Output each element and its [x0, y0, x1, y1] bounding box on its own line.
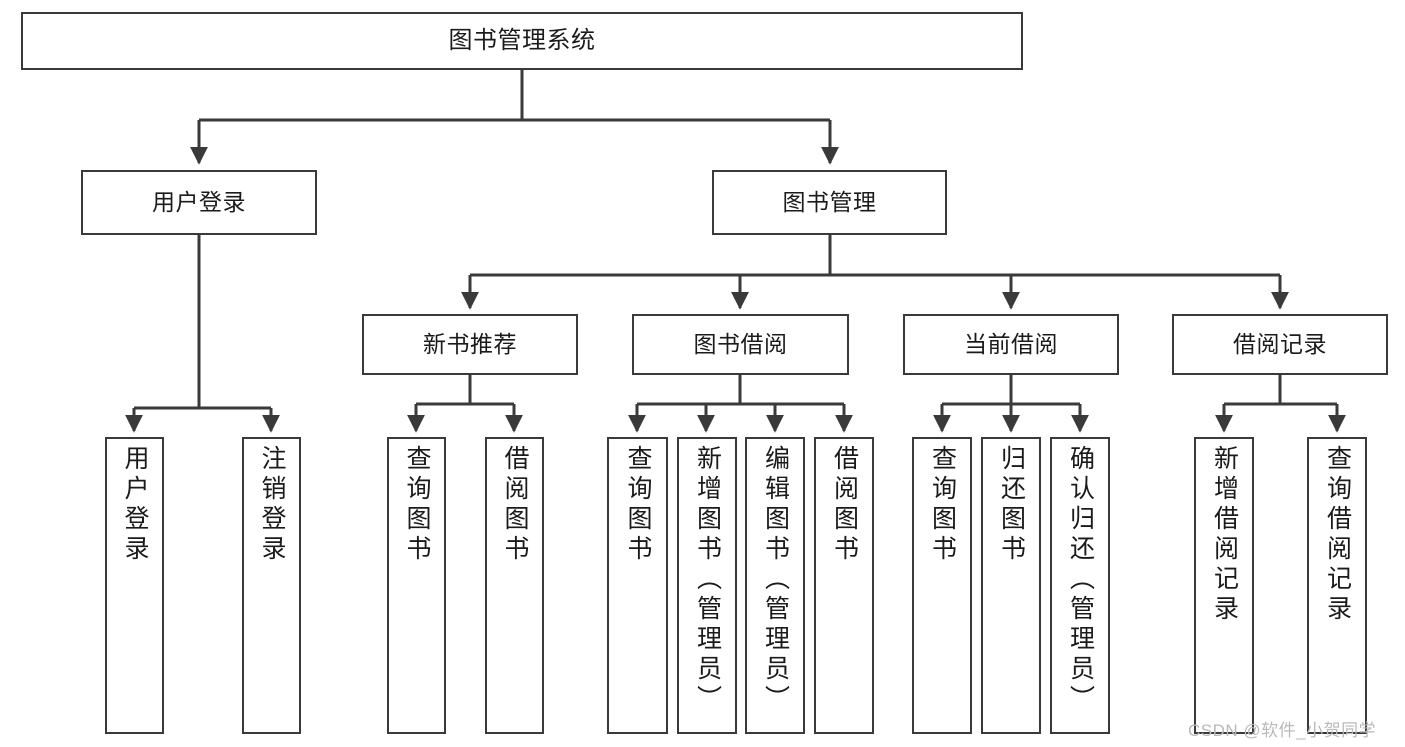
node-book-borrow: 图书借阅 — [632, 314, 849, 375]
node-current-borrow: 当前借阅 — [903, 314, 1119, 375]
node-leaf-user-login: 用户登录 — [105, 437, 164, 734]
node-leaf-borrow-book-new: 借阅图书 — [485, 437, 544, 734]
node-leaf-add-borrow-record: 新增借阅记录 — [1194, 437, 1254, 734]
node-book-management-label: 图书管理 — [782, 189, 877, 216]
node-new-book-recommend: 新书推荐 — [362, 314, 578, 375]
node-leaf-borrow-book-new-label: 借阅图书 — [501, 445, 529, 565]
node-current-borrow-label: 当前借阅 — [964, 331, 1058, 358]
node-leaf-query-book-borrow: 查询图书 — [607, 437, 668, 734]
node-leaf-borrow-book-borrow: 借阅图书 — [814, 437, 874, 734]
node-leaf-query-borrow-record: 查询借阅记录 — [1307, 437, 1367, 734]
node-leaf-add-book-admin-label: 新增图书（管理员） — [693, 445, 722, 715]
node-borrow-record-label: 借阅记录 — [1233, 331, 1327, 358]
node-book-management: 图书管理 — [712, 170, 947, 235]
node-root-system: 图书管理系统 — [21, 12, 1023, 70]
node-leaf-query-book-current: 查询图书 — [912, 437, 972, 734]
node-borrow-record: 借阅记录 — [1172, 314, 1388, 375]
node-leaf-confirm-return-admin: 确认归还（管理员） — [1050, 437, 1110, 734]
node-leaf-query-book-new: 查询图书 — [387, 437, 446, 734]
node-leaf-edit-book-admin-label: 编辑图书（管理员） — [761, 445, 790, 715]
node-leaf-return-book: 归还图书 — [981, 437, 1041, 734]
node-leaf-edit-book-admin: 编辑图书（管理员） — [745, 437, 805, 734]
node-root-system-label: 图书管理系统 — [448, 27, 596, 55]
node-new-book-recommend-label: 新书推荐 — [423, 331, 517, 358]
node-leaf-query-book-new-label: 查询图书 — [403, 445, 431, 565]
node-leaf-query-book-borrow-label: 查询图书 — [624, 445, 652, 565]
node-leaf-add-borrow-record-label: 新增借阅记录 — [1210, 445, 1239, 625]
node-leaf-add-book-admin: 新增图书（管理员） — [677, 437, 737, 734]
node-leaf-borrow-book-borrow-label: 借阅图书 — [830, 445, 859, 565]
node-leaf-user-login-label: 用户登录 — [121, 445, 149, 565]
node-leaf-query-book-current-label: 查询图书 — [928, 445, 957, 565]
node-leaf-confirm-return-admin-label: 确认归还（管理员） — [1066, 445, 1095, 715]
node-user-login-label: 用户登录 — [152, 189, 246, 216]
node-leaf-query-borrow-record-label: 查询借阅记录 — [1323, 445, 1352, 625]
watermark-text: CSDN @软件_小贺同学 — [1188, 721, 1377, 740]
node-user-login: 用户登录 — [81, 170, 317, 235]
node-book-borrow-label: 图书借阅 — [693, 331, 788, 358]
node-leaf-logout: 注销登录 — [242, 437, 301, 734]
node-leaf-logout-label: 注销登录 — [258, 445, 286, 565]
node-leaf-return-book-label: 归还图书 — [997, 445, 1026, 565]
